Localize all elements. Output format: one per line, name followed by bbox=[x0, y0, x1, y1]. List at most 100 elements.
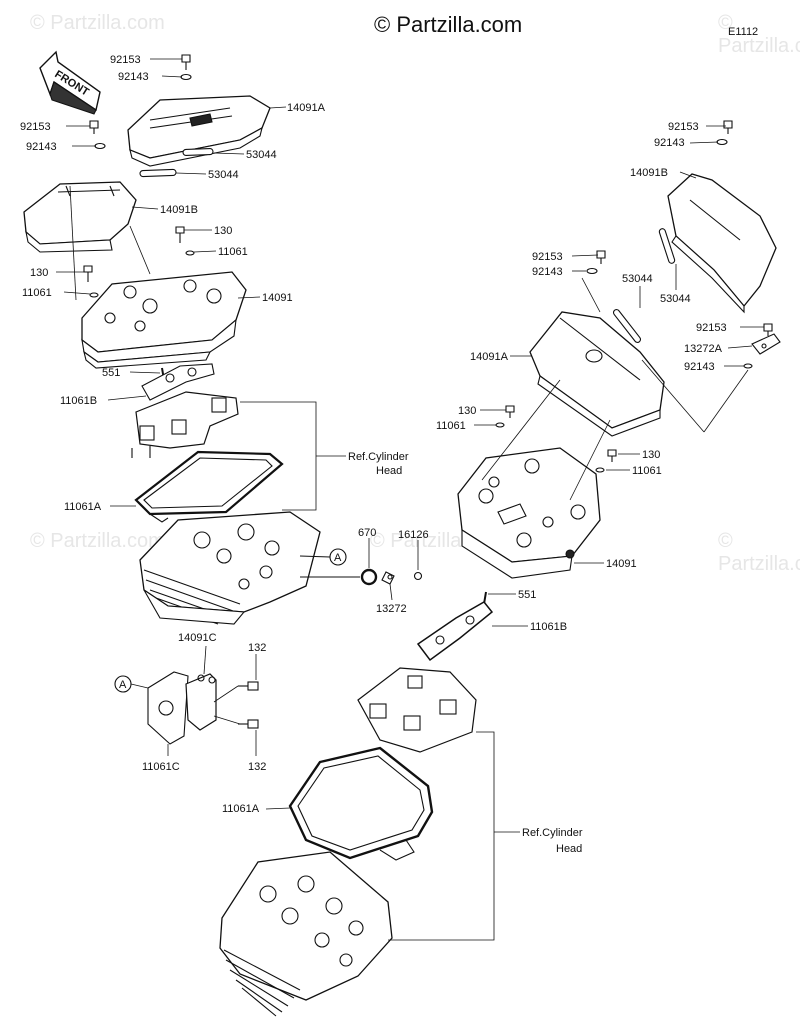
callout-label: 132 bbox=[248, 642, 266, 654]
gasket-11061a-left bbox=[134, 450, 284, 523]
cover-14091c bbox=[185, 673, 217, 731]
callout-label: 11061 bbox=[632, 465, 662, 477]
bracket-13272a-icon bbox=[751, 333, 781, 355]
callout-label: 13272 bbox=[376, 603, 407, 615]
callout-label: 13272A bbox=[684, 343, 723, 355]
callout-label: A bbox=[334, 552, 342, 564]
rod-53044-icon bbox=[658, 228, 676, 264]
washer-92143-icon bbox=[716, 138, 728, 146]
watermark: © Partzilla.com bbox=[30, 12, 165, 34]
callout-label: 11061C bbox=[142, 761, 180, 773]
gasket-11061c bbox=[147, 671, 189, 745]
bolt-132-icon bbox=[238, 719, 259, 729]
seal-11061-icon bbox=[185, 250, 195, 256]
screw-92153-icon bbox=[723, 120, 733, 134]
seal-11061-icon bbox=[89, 292, 99, 298]
callout-label: 130 bbox=[458, 405, 476, 417]
callout-label: 92153 bbox=[110, 54, 141, 66]
callout-label: 11061B bbox=[60, 395, 97, 407]
callout-label: 53044 bbox=[660, 293, 691, 305]
head-cover-14091-right bbox=[457, 447, 601, 579]
watermark: © Partzilla.com bbox=[718, 530, 800, 575]
rod-53044-icon bbox=[139, 168, 177, 178]
screw-92153-icon bbox=[89, 120, 99, 134]
callout-label: 14091C bbox=[178, 632, 217, 644]
cover-14091a-right bbox=[529, 311, 665, 437]
callout-label: 14091B bbox=[630, 167, 668, 179]
callout-label: 92153 bbox=[696, 322, 727, 334]
gasket-11061b-left bbox=[141, 363, 215, 401]
callout-label: 551 bbox=[518, 589, 536, 601]
callout-label: 11061A bbox=[64, 501, 102, 513]
callout-label: 11061 bbox=[22, 287, 52, 299]
callout-label: 551 bbox=[102, 367, 120, 379]
callout-label: Head bbox=[556, 843, 582, 855]
gasket-11061b-right bbox=[416, 601, 494, 662]
washer-16126-icon bbox=[413, 571, 423, 581]
clip-13272-icon bbox=[381, 571, 395, 585]
rod-53044-icon bbox=[612, 309, 642, 343]
seal-11061-icon bbox=[595, 467, 605, 473]
washer-92143-icon bbox=[586, 267, 598, 275]
callout-label: A bbox=[119, 679, 127, 691]
callout-labels: 92153 92143 14091A 92153 92143 53044 530… bbox=[20, 54, 727, 855]
washer-92143-icon bbox=[743, 363, 753, 369]
callout-label: 130 bbox=[30, 267, 48, 279]
screw-130-icon bbox=[175, 226, 185, 243]
rocker-holder-right bbox=[357, 667, 477, 753]
screw-92153-icon bbox=[181, 54, 191, 70]
o-ring-670-icon bbox=[360, 568, 378, 586]
callout-label: 130 bbox=[642, 449, 660, 461]
washer-92143-icon bbox=[94, 142, 106, 150]
head-cover-14091-left bbox=[81, 271, 247, 369]
callout-label: 11061B bbox=[530, 621, 567, 633]
callout-label: 14091A bbox=[470, 351, 509, 363]
callout-label: 14091 bbox=[606, 558, 637, 570]
callout-label: 92143 bbox=[118, 71, 149, 83]
callout-label: 92153 bbox=[532, 251, 563, 263]
callout-label: 53044 bbox=[246, 149, 277, 161]
diagram-code: E1112 bbox=[728, 26, 759, 38]
callout-label: 11061 bbox=[436, 420, 466, 432]
callout-label: 14091B bbox=[160, 204, 198, 216]
rocker-holder-left bbox=[131, 391, 239, 458]
callout-label: 92143 bbox=[684, 361, 715, 373]
callout-label: 11061A bbox=[222, 803, 260, 815]
cover-14091b-left bbox=[23, 181, 137, 253]
callout-label: 53044 bbox=[622, 273, 653, 285]
copyright-title: © Partzilla.com bbox=[374, 12, 523, 37]
callout-label: Ref.Cylinder bbox=[522, 827, 583, 839]
callout-label: 11061 bbox=[218, 246, 248, 258]
callout-label: 53044 bbox=[208, 169, 239, 181]
front-arrow-icon: FRONT bbox=[39, 50, 101, 115]
washer-92143-icon bbox=[180, 73, 192, 81]
gasket-11061a-right bbox=[288, 746, 434, 861]
callout-label: 92153 bbox=[20, 121, 51, 133]
callout-label: Head bbox=[376, 465, 402, 477]
bolt-132-icon bbox=[238, 681, 259, 691]
screw-92153-icon bbox=[596, 250, 606, 264]
rod-53044-icon bbox=[182, 148, 214, 156]
callout-label: 92143 bbox=[532, 266, 563, 278]
cylinder-head-left bbox=[139, 511, 360, 625]
cylinder-head-right bbox=[219, 851, 393, 1017]
callout-label: 14091A bbox=[287, 102, 326, 114]
seal-11061-icon bbox=[495, 422, 505, 428]
leader-lines bbox=[56, 58, 764, 941]
screw-130-icon bbox=[607, 449, 617, 462]
callout-label: Ref.Cylinder bbox=[348, 451, 409, 463]
callout-label: 16126 bbox=[398, 529, 429, 541]
cover-14091a-left bbox=[127, 95, 271, 167]
callout-label: 132 bbox=[248, 761, 266, 773]
screw-92153-icon bbox=[763, 323, 773, 336]
screw-130-icon bbox=[83, 265, 93, 282]
callout-label: 92143 bbox=[654, 137, 685, 149]
callout-label: 130 bbox=[214, 225, 232, 237]
watermark: © Partzilla.com bbox=[718, 12, 800, 57]
callout-label: 670 bbox=[358, 527, 376, 539]
cover-14091b-right bbox=[667, 173, 777, 314]
callout-label: 92143 bbox=[26, 141, 57, 153]
callout-label: 14091 bbox=[262, 292, 293, 304]
